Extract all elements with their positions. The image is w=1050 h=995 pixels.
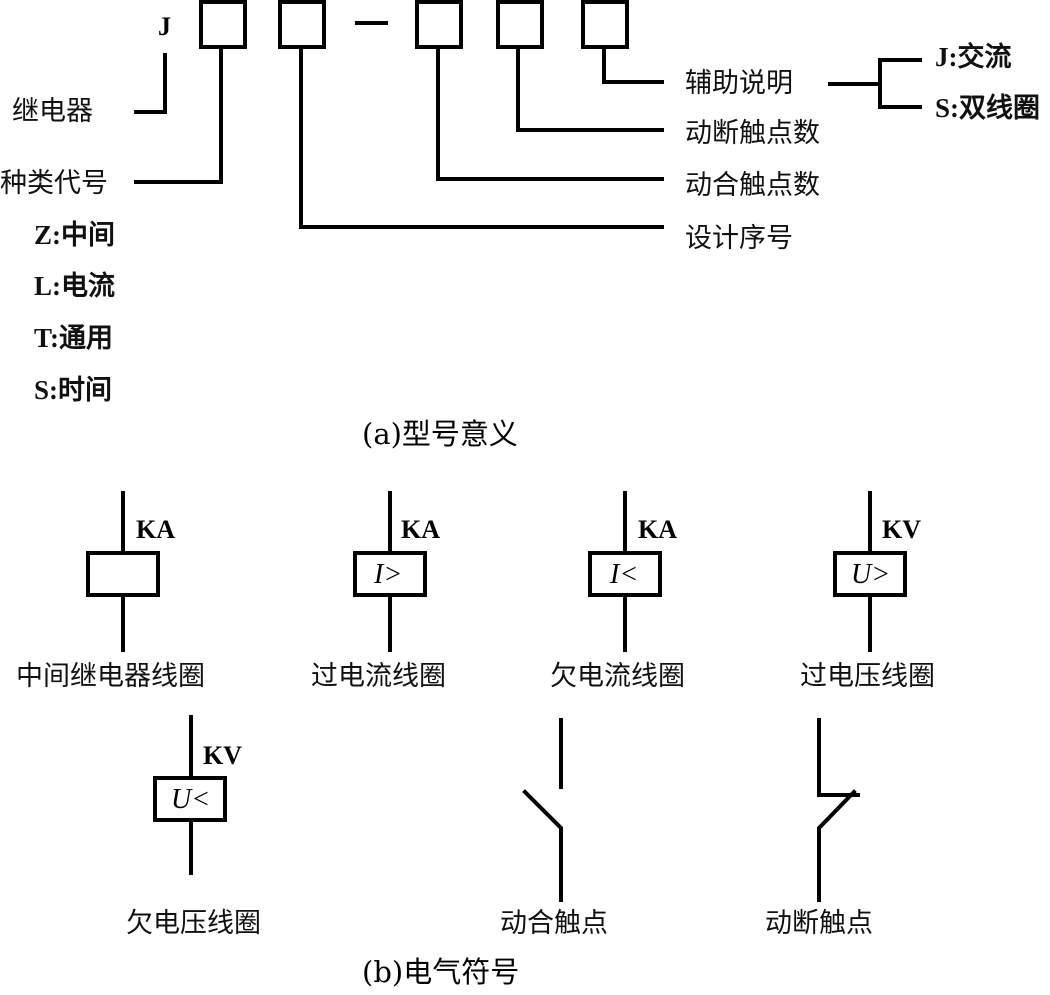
coil5-label: 欠电压线圈 — [126, 908, 261, 939]
no-count-label: 动合触点数 — [685, 170, 820, 201]
coil2-symbol: I> — [374, 559, 403, 590]
type-option: Z:中间 — [34, 220, 115, 250]
coil5-symbol: U< — [171, 784, 211, 815]
coil4-label: 过电压线圈 — [800, 661, 935, 692]
coil4-tag: KV — [882, 515, 921, 544]
code-box-aux — [581, 0, 629, 49]
coil1-box — [86, 551, 160, 597]
leader-nc — [516, 45, 664, 132]
code-box-no — [415, 0, 463, 49]
coil3-symbol: I< — [610, 559, 639, 590]
type-code-label: 种类代号 — [0, 168, 108, 199]
aux-option: S:双线圈 — [935, 93, 1041, 123]
aux-label: 辅助说明 — [685, 68, 793, 99]
leader-aux — [602, 45, 664, 84]
type-option: L:电流 — [34, 271, 115, 301]
code-box-design — [278, 0, 326, 49]
code-prefix-j: J — [158, 12, 171, 41]
coil2-label: 过电流线圈 — [311, 661, 446, 692]
nc-contact-blade — [817, 789, 857, 902]
coil3-label: 欠电流线圈 — [550, 661, 685, 692]
code-box-nc — [496, 0, 544, 49]
nc-contact-label: 动断触点 — [765, 908, 873, 939]
type-option: S:时间 — [34, 375, 113, 405]
coil1-label: 中间继电器线圈 — [16, 661, 205, 692]
relay-label: 继电器 — [12, 96, 93, 127]
leader-type — [134, 45, 223, 184]
coil5-tag: KV — [203, 741, 242, 770]
no-contact-label: 动合触点 — [500, 908, 608, 939]
leader-no — [436, 45, 664, 181]
aux-bracket — [878, 58, 922, 109]
no-contact-blade — [522, 789, 563, 902]
aux-option: J:交流 — [935, 42, 1012, 72]
coil3-tag: KA — [638, 515, 677, 544]
design-seq-label: 设计序号 — [685, 223, 793, 254]
code-box-type — [199, 0, 247, 49]
coil1-tag: KA — [136, 515, 175, 544]
caption-b: (b)电气符号 — [362, 955, 520, 989]
caption-a: (a)型号意义 — [362, 417, 518, 451]
leader-relay — [134, 53, 167, 114]
leader-design — [299, 45, 664, 229]
nc-contact-top — [817, 718, 860, 797]
nc-count-label: 动断触点数 — [685, 118, 820, 149]
type-option: T:通用 — [34, 323, 113, 353]
coil4-symbol: U> — [851, 559, 891, 590]
coil2-tag: KA — [401, 515, 440, 544]
